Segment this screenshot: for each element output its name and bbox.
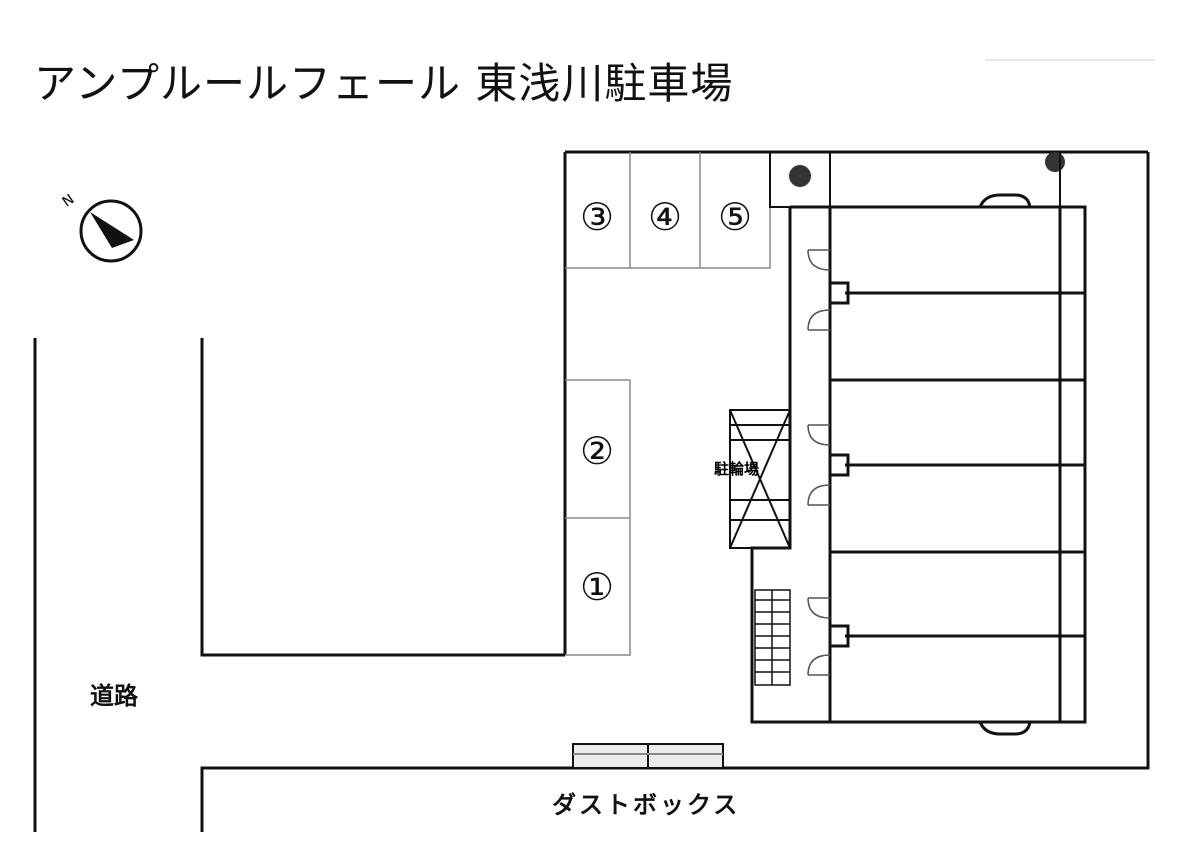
parking-column-left: [565, 379, 631, 656]
bicycle-shelter: [729, 409, 791, 549]
compass-icon: N: [60, 191, 143, 263]
parking-space-4-label: ④: [647, 195, 683, 239]
staircase: [754, 589, 791, 686]
road-lines: [33, 150, 1150, 832]
parking-space-3-label: ③: [579, 195, 615, 239]
parking-space-2-label: ②: [579, 429, 615, 473]
building: [750, 193, 1087, 736]
parking-space-1-label: ①: [579, 565, 615, 609]
parking-space-5-label: ⑤: [717, 195, 753, 239]
compass-north-label: N: [60, 191, 78, 210]
bicycle-shelter-label: 駐輪場: [714, 460, 759, 478]
planter: [769, 151, 1065, 208]
road-label: 道路: [90, 682, 138, 710]
dust-box: [572, 743, 724, 769]
page-title: アンプルールフェール 東浅川駐車場: [34, 59, 734, 108]
dust-box-label: ダストボックス: [552, 791, 741, 819]
door-swings: [807, 249, 831, 676]
